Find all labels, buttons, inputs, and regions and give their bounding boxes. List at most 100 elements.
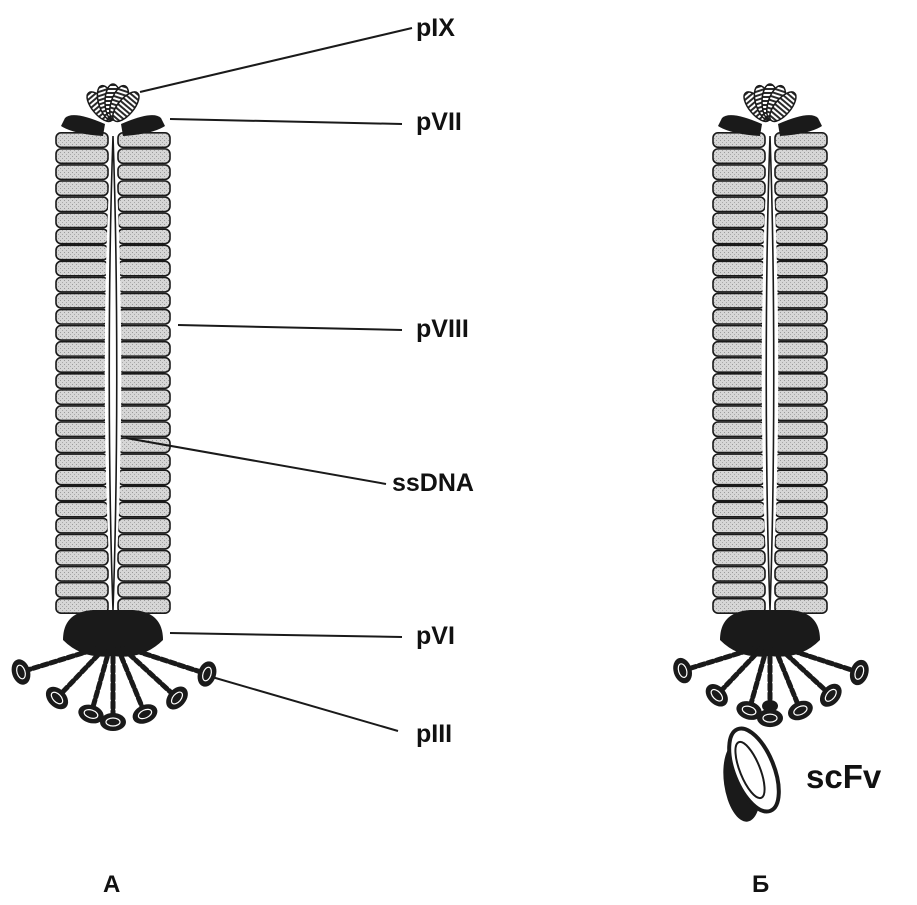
coat-segment [56, 406, 108, 420]
coat-segment [118, 470, 170, 484]
coat-segment [118, 390, 170, 404]
coat-segment [713, 551, 765, 565]
coat-segment [118, 245, 170, 259]
coat-segment [713, 406, 765, 420]
coat-segment [775, 374, 827, 388]
coat-segment [56, 502, 108, 516]
coat-segment [118, 422, 170, 436]
coat-segment [56, 229, 108, 243]
coat-segment [118, 213, 170, 227]
coat-segment [56, 534, 108, 548]
coat-segment [775, 310, 827, 324]
leader-line-pVIII [178, 325, 402, 330]
coat-segment [56, 390, 108, 404]
coat-segment [775, 358, 827, 372]
coat-segment [118, 358, 170, 372]
leader-line-pIII [212, 677, 398, 731]
coat-segment [56, 438, 108, 452]
coat-segment [56, 293, 108, 307]
pIII-tails [9, 648, 220, 731]
coat-segment [713, 583, 765, 597]
coat-segment [56, 197, 108, 211]
coat-segment [775, 551, 827, 565]
pIII-bulb [670, 656, 695, 686]
coat-segment [713, 502, 765, 516]
coat-segment [713, 438, 765, 452]
coat-segment [713, 454, 765, 468]
coat-segment [775, 181, 827, 195]
coat-segment [775, 165, 827, 179]
pIII-bulb [847, 657, 872, 687]
coat-segment [775, 293, 827, 307]
coat-segment [775, 454, 827, 468]
coat-segment [56, 374, 108, 388]
coat-segment [118, 551, 170, 565]
label-pVII: pVII [416, 110, 462, 135]
coat-segment [775, 277, 827, 291]
coat-segment [56, 486, 108, 500]
coat-segment [775, 213, 827, 227]
coat-segment [713, 326, 765, 340]
coat-segment [56, 551, 108, 565]
coat-segment [713, 374, 765, 388]
coat-segment [56, 149, 108, 163]
coat-segment [713, 470, 765, 484]
coat-segment [118, 277, 170, 291]
coat-segment [775, 470, 827, 484]
coat-segment [713, 277, 765, 291]
label-pVIII: pVIII [416, 317, 469, 342]
pIII-bulb [785, 697, 816, 724]
pIII-bulb [9, 657, 34, 687]
coat-segment [118, 567, 170, 581]
coat-segment [775, 390, 827, 404]
coat-segment [56, 583, 108, 597]
coat-segment [775, 261, 827, 275]
coat-segment [775, 342, 827, 356]
coat-segment [775, 406, 827, 420]
coat-segment [118, 342, 170, 356]
panel-label-b: Б [752, 873, 769, 897]
coat-segment [713, 293, 765, 307]
coat-segment [775, 567, 827, 581]
coat-segment [775, 326, 827, 340]
coat-segment [713, 213, 765, 227]
coat-segment [118, 165, 170, 179]
leader-line-pIX [140, 28, 412, 92]
leader-line-pVII [170, 119, 402, 124]
coat-segment [56, 567, 108, 581]
coat-segment [713, 342, 765, 356]
coat-segment [713, 358, 765, 372]
coat-segment [775, 583, 827, 597]
coat-segment [118, 374, 170, 388]
coat-segment [118, 583, 170, 597]
coat-segment [713, 229, 765, 243]
coat-segment [775, 486, 827, 500]
coat-segment [713, 422, 765, 436]
coat-segment [775, 149, 827, 163]
coat-segment [713, 245, 765, 259]
coat-segment [118, 486, 170, 500]
coat-segment [118, 181, 170, 195]
coat-segment [56, 261, 108, 275]
coat-segment [56, 165, 108, 179]
label-scFv: scFv [806, 760, 881, 793]
coat-segment [118, 310, 170, 324]
coat-segment [118, 149, 170, 163]
coat-segment [56, 213, 108, 227]
coat-segment [713, 486, 765, 500]
coat-segment [56, 470, 108, 484]
coat-segment [775, 422, 827, 436]
coat-segment [775, 518, 827, 532]
coat-segment [56, 422, 108, 436]
pIII-bulb [129, 700, 160, 727]
coat-segment [56, 342, 108, 356]
coat-segment [118, 326, 170, 340]
coat-segment [775, 534, 827, 548]
coat-segment [713, 149, 765, 163]
coat-segment [775, 229, 827, 243]
coat-segment [56, 181, 108, 195]
coat-segment [713, 181, 765, 195]
coat-segment [56, 454, 108, 468]
coat-segment [118, 293, 170, 307]
